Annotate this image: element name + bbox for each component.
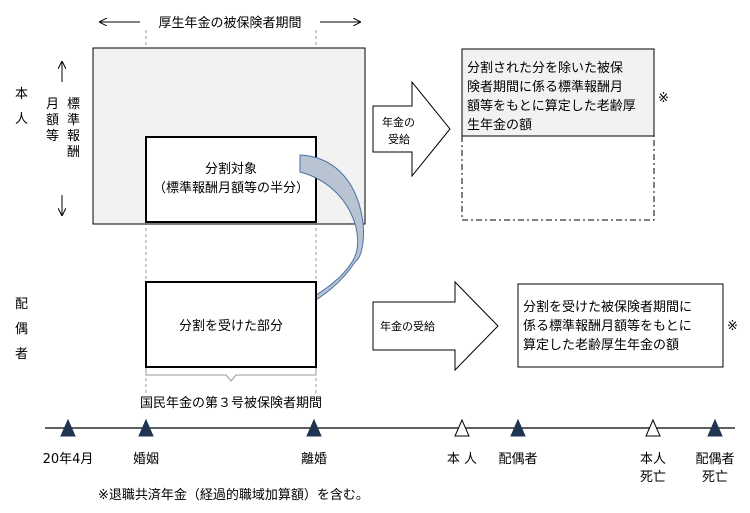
- haigusha-row-label-3: 者: [15, 347, 28, 362]
- honnin-result-box: [461, 48, 655, 137]
- timeline-marker-filled: [60, 418, 76, 437]
- honnin-receipt-label-1: 年金の: [382, 115, 415, 129]
- split-target-title: 分割対象: [205, 161, 257, 177]
- dai3go-label: 国民年金の第３号被保険者期間: [140, 395, 322, 411]
- honnin-row-label-2: 人: [15, 112, 28, 127]
- honnin-result-note-mark: ※: [658, 91, 669, 106]
- timeline-label-secondary: 死亡: [640, 470, 666, 485]
- honnin-result-dashed-box: [461, 135, 655, 221]
- timeline-label: 20年4月: [43, 452, 94, 467]
- axis-col1-4: 酬: [67, 145, 80, 160]
- honnin-result-line-4: 生年金の額: [467, 117, 532, 133]
- timeline-label: 離婚: [301, 452, 327, 467]
- timeline-marker-hollow: [645, 418, 661, 437]
- haigusha-result-line-2: 係る標準報酬月額等をもとに: [523, 318, 692, 334]
- haigusha-result-line-1: 分割を受けた被保険者期間に: [523, 299, 692, 315]
- timeline-label: 配偶者: [695, 452, 734, 467]
- split-target-box: [145, 136, 317, 223]
- axis-col2-3: 等: [46, 128, 59, 144]
- axis-col2-2: 額: [46, 113, 59, 128]
- haigusha-receipt-arrow: [372, 280, 499, 372]
- haigusha-result-box: [517, 283, 724, 368]
- received-part-label: 分割を受けた部分: [179, 318, 283, 334]
- honnin-result-line-2: 険者期間に係る標準報酬月: [467, 79, 623, 95]
- axis-col1-1: 標: [67, 97, 80, 112]
- haigusha-receipt-label: 年金の受給: [380, 319, 435, 333]
- received-part-box: [145, 281, 317, 368]
- haigusha-row-label-2: 偶: [15, 322, 28, 337]
- split-target-subtitle: （標準報酬月額等の半分）: [153, 180, 309, 196]
- timeline-marker-hollow: [454, 418, 470, 437]
- axis-col2-1: 月: [46, 97, 59, 112]
- honnin-receipt-arrow: [372, 80, 451, 178]
- haigusha-result-line-3: 算定した老齢厚生年金の額: [523, 337, 679, 353]
- haigusha-result-note-mark: ※: [727, 319, 738, 334]
- timeline-marker-filled: [306, 418, 322, 437]
- period-top-label: 厚生年金の被保険者期間: [158, 15, 301, 31]
- period-arrow: 厚生年金の被保険者期間: [100, 15, 360, 31]
- timeline-label-secondary: 死亡: [702, 470, 728, 485]
- axis-col1-2: 準: [67, 112, 80, 128]
- timeline-label: 本人: [640, 452, 666, 467]
- axis-col1-3: 報: [67, 129, 80, 144]
- honnin-result-line-3: 額等をもとに算定した老齢厚: [467, 98, 636, 114]
- honnin-result-line-1: 分割された分を除いた被保: [467, 60, 623, 76]
- timeline-label: 婚姻: [133, 452, 159, 467]
- timeline-marker-filled: [138, 418, 154, 437]
- timeline-marker-filled: [510, 418, 526, 437]
- dai3go-brace: [145, 368, 317, 382]
- footnote: ※退職共済年金（経過的職域加算額）を含む。: [98, 487, 369, 503]
- timeline-marker-filled: [707, 418, 723, 437]
- timeline-label: 本 人: [447, 452, 477, 467]
- haigusha-row-label-1: 配: [15, 297, 28, 312]
- honnin-receipt-label-2: 受給: [388, 132, 410, 146]
- honnin-row-label-1: 本: [15, 87, 28, 102]
- vertical-axis: 標 準 報 酬 月 額 等: [46, 62, 80, 215]
- timeline-label: 配偶者: [498, 452, 537, 467]
